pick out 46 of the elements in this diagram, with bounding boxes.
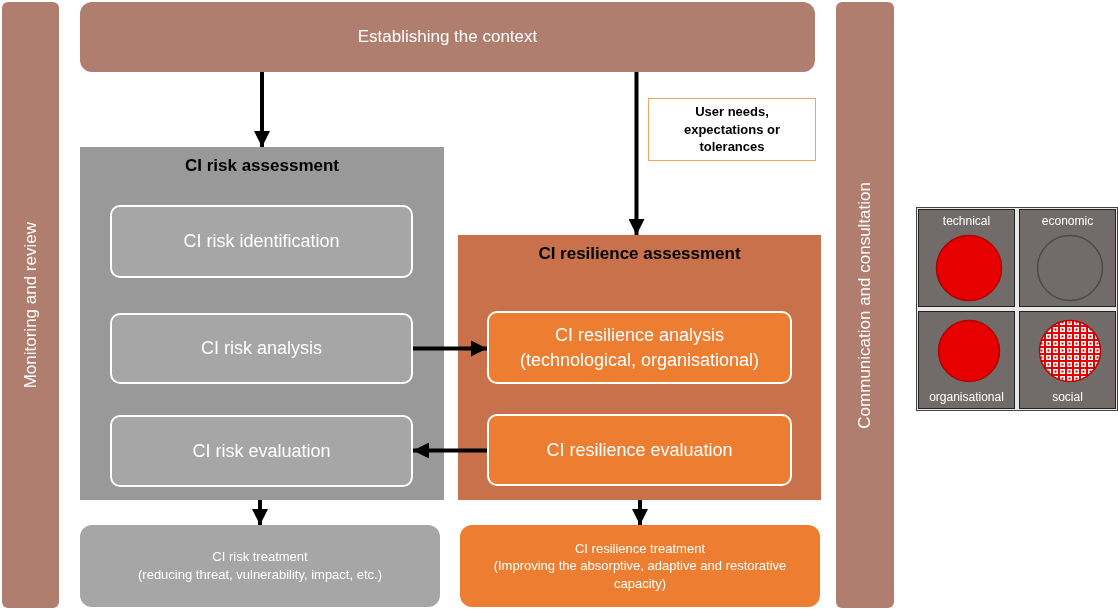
arrow bbox=[254, 72, 270, 147]
arrow bbox=[413, 340, 487, 357]
grid-cell bbox=[918, 311, 1015, 409]
grid-cell bbox=[1019, 311, 1116, 409]
treatment-description: (reducing threat, vulnerability, impact, etc.) bbox=[138, 566, 382, 584]
box-label: CI risk analysis bbox=[201, 337, 322, 361]
treatment-title: CI resilience treatment bbox=[574, 539, 706, 558]
arrow bbox=[252, 500, 268, 525]
band-label: Monitoring and review bbox=[20, 221, 41, 389]
grid-cell bbox=[1019, 209, 1116, 307]
cell-label: organisational bbox=[929, 388, 1004, 405]
panel-title: CI risk assessment bbox=[184, 155, 339, 177]
side-band bbox=[836, 2, 894, 608]
process-box bbox=[110, 205, 413, 278]
status-circle bbox=[1036, 234, 1104, 302]
box-label: CI risk evaluation bbox=[192, 439, 331, 463]
process-box bbox=[110, 415, 413, 487]
cell-label: technical bbox=[942, 213, 991, 230]
box-label: CI resilience analysis (technological, organisational) bbox=[518, 324, 761, 372]
status-circle bbox=[937, 319, 1001, 383]
grid-cell bbox=[918, 209, 1015, 307]
treatment-description: (Improving the absorptive, adaptive and restorative capacity) bbox=[492, 557, 788, 593]
process-box bbox=[487, 311, 792, 384]
treatment-title: CI risk treatment bbox=[212, 548, 308, 566]
process-box bbox=[110, 313, 413, 384]
arrow bbox=[413, 442, 487, 459]
outcome-box bbox=[460, 525, 820, 607]
band-label: Communication and consultation bbox=[855, 181, 875, 429]
panel-title: CI resilience assessment bbox=[538, 243, 741, 265]
cell-label: social bbox=[1052, 388, 1083, 405]
box-label: CI risk identification bbox=[183, 230, 340, 254]
arrow bbox=[632, 500, 648, 525]
arrow bbox=[628, 72, 645, 235]
status-circle bbox=[935, 234, 1003, 302]
header-title: Establishing the context bbox=[357, 25, 538, 48]
side-band bbox=[2, 2, 59, 608]
cell-label: economic bbox=[1041, 213, 1094, 230]
header-bar bbox=[80, 2, 815, 72]
outcome-box bbox=[80, 525, 440, 607]
status-circle bbox=[1038, 319, 1102, 383]
process-box bbox=[487, 414, 792, 486]
box-label: CI resilience evaluation bbox=[546, 438, 733, 462]
group-panel bbox=[80, 147, 444, 500]
group-panel bbox=[458, 235, 821, 500]
note-box bbox=[648, 98, 816, 161]
note-text: User needs, expectations or tolerances bbox=[682, 103, 782, 156]
